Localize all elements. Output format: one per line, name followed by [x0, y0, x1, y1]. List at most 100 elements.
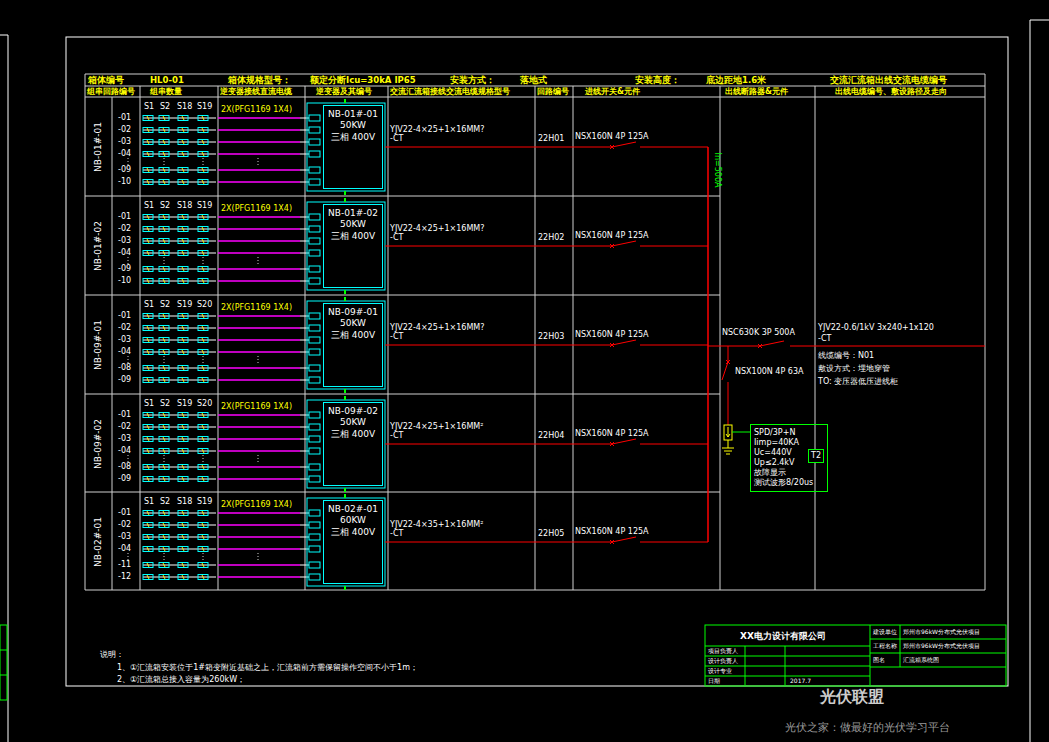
inverter-input [309, 337, 320, 343]
cable-spec: 2X(PFG1169 1X4) [221, 501, 292, 509]
spd-branch [728, 382, 729, 425]
inverter-input [309, 534, 320, 540]
continuation-dots [164, 356, 165, 364]
inverter-box: NB-01#-0250KW三相 400V [323, 204, 383, 288]
header-cell: 安装高度： [635, 76, 680, 85]
dc-cable [218, 240, 300, 242]
pv-module [147, 180, 149, 184]
title-cell: 日期 [708, 678, 720, 684]
string-wire [143, 577, 216, 578]
pv-module [159, 413, 169, 418]
pv-module [163, 563, 165, 567]
string-number: -04 [118, 249, 131, 257]
inverter-input [309, 238, 320, 244]
pv-module [198, 215, 208, 220]
title-block [705, 625, 1006, 686]
pv-module [147, 227, 149, 231]
breaker-symbol [612, 241, 636, 246]
title-cell: 工程名称 [873, 643, 897, 649]
pv-module [159, 227, 169, 232]
pv-module [163, 128, 165, 132]
dc-cable [300, 170, 309, 171]
dc-cable [218, 351, 300, 353]
title-block-line [870, 639, 1006, 640]
cable-spec: YJV22-0.6/1kV 3x240+1x120 [818, 324, 934, 332]
circuit-number: 22H05 [538, 530, 564, 538]
pv-module [147, 535, 149, 539]
inverter-input [309, 365, 320, 371]
string-wire [143, 182, 216, 183]
pv-module [159, 366, 169, 371]
pv-module [198, 523, 208, 528]
header-cell: 组串数量 [150, 88, 182, 96]
pv-module [198, 128, 208, 133]
pv-module [163, 251, 165, 255]
continuation-dots [203, 356, 204, 364]
pv-module [178, 563, 188, 568]
pv-module [178, 547, 188, 552]
pv-module [163, 227, 165, 231]
dc-cable [300, 142, 309, 143]
node-text: 50KW [327, 219, 379, 230]
pv-module [143, 116, 153, 121]
title-block-line [705, 676, 870, 677]
pv-module [159, 575, 169, 580]
pv-module [147, 425, 149, 429]
table-line [85, 295, 720, 296]
pv-module [147, 338, 149, 342]
pv-module [198, 239, 208, 244]
dc-cable [218, 153, 300, 155]
pv-module [159, 251, 169, 256]
pv-module [202, 338, 204, 342]
continuation-dots [258, 257, 259, 265]
dc-cable [300, 316, 309, 317]
pv-module [202, 239, 204, 243]
pv-module [147, 279, 149, 283]
dc-cable [300, 549, 309, 550]
dc-cable [300, 352, 309, 353]
string-number: -10 [118, 178, 131, 186]
pv-module [163, 366, 165, 370]
pv-module [147, 523, 149, 527]
pv-module [178, 251, 188, 256]
dc-cable [300, 380, 309, 381]
header-cell: 交流汇流箱接线交流电缆规格型号 [390, 88, 510, 96]
pv-module [163, 267, 165, 271]
pv-module [163, 547, 165, 551]
pv-module [163, 477, 165, 481]
pv-module [159, 326, 169, 331]
inverter-mark [344, 389, 346, 393]
header-cell: 落地式 [520, 76, 547, 85]
dc-cable [218, 426, 300, 428]
pv-module [198, 449, 208, 454]
breaker-symbol [760, 341, 784, 346]
pv-module [163, 239, 165, 243]
string-name: S1 [144, 301, 154, 309]
pv-module [182, 251, 184, 255]
inverter-input [309, 139, 320, 145]
string-number: -01 [118, 213, 131, 221]
table-line [535, 86, 536, 590]
continuation-dots [164, 158, 165, 166]
node-text: 故障显示 [754, 468, 824, 478]
node-text: 三相 400V [327, 527, 379, 538]
pv-module [159, 239, 169, 244]
string-name: S19 [177, 301, 192, 309]
pv-module [182, 350, 184, 354]
title-cell: 建设单位 [873, 629, 897, 635]
pv-module [143, 413, 153, 418]
group-label: NB-09#-02 [94, 419, 103, 469]
spd-symbol [724, 425, 732, 440]
breaker-symbol [612, 340, 636, 345]
pv-module [163, 152, 165, 156]
title-block-line [705, 646, 870, 647]
dc-cable [218, 280, 300, 282]
pv-module [182, 314, 184, 318]
dc-cable [218, 512, 300, 514]
string-name: S19 [197, 103, 212, 111]
pv-module [198, 279, 208, 284]
title-cell: 郑州市96kW分布式光伏项目 [903, 643, 980, 649]
inverter-input [309, 436, 320, 442]
inverter-input [309, 546, 320, 552]
pv-module [147, 575, 149, 579]
